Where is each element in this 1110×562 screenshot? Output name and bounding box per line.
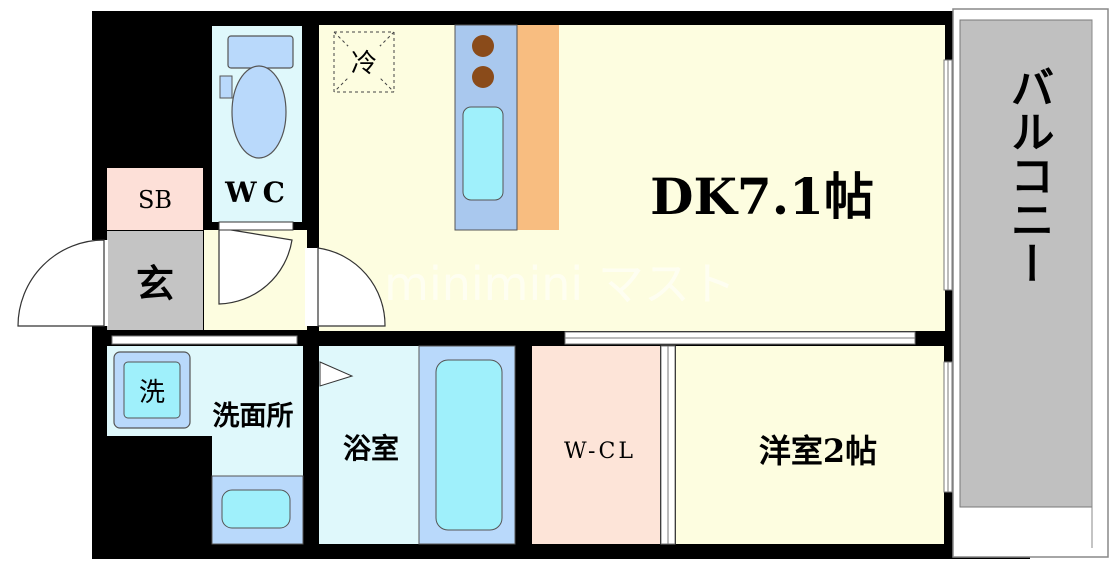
toilet-paper	[219, 75, 233, 99]
watermark: minimini マスト	[384, 257, 736, 311]
entrance-label: 玄	[136, 261, 174, 306]
wcl-label: W-CL	[564, 439, 636, 464]
vanity-basin	[221, 489, 291, 529]
front-door-swing	[17, 239, 105, 327]
wcl-room	[532, 346, 660, 544]
western-room	[676, 346, 944, 544]
dk-label: DK7.1帖	[650, 167, 874, 226]
entrance-area	[107, 231, 203, 330]
balcony-label: バルコニー	[1003, 65, 1054, 285]
washer-inner	[123, 361, 181, 419]
dk-door-opening	[305, 248, 321, 326]
burner-1	[472, 35, 494, 57]
dk-door-swing	[317, 247, 386, 327]
kitchen-sink	[462, 106, 504, 201]
washroom-door	[111, 335, 298, 345]
burner-2	[472, 66, 494, 88]
fridge-space	[333, 31, 395, 93]
wc-label: WC	[224, 176, 291, 209]
bath-door-marker	[319, 361, 354, 387]
toilet-bowl	[231, 65, 287, 159]
sb-label: SB	[138, 186, 172, 214]
toilet-tank	[227, 35, 294, 69]
wc-door-swing	[218, 227, 293, 305]
dk-room	[319, 25, 945, 331]
western-label: 洋室2帖	[759, 432, 877, 470]
washer-label: 洗	[139, 378, 165, 408]
fridge-label-bg	[348, 46, 380, 78]
wc-door-opening	[218, 221, 294, 231]
bathtub-inner	[435, 359, 503, 531]
fridge-label: 冷	[351, 49, 377, 79]
sb-area	[107, 168, 203, 230]
washroom-label: 洗面所	[213, 401, 294, 432]
bath-label: 浴室	[343, 432, 399, 465]
